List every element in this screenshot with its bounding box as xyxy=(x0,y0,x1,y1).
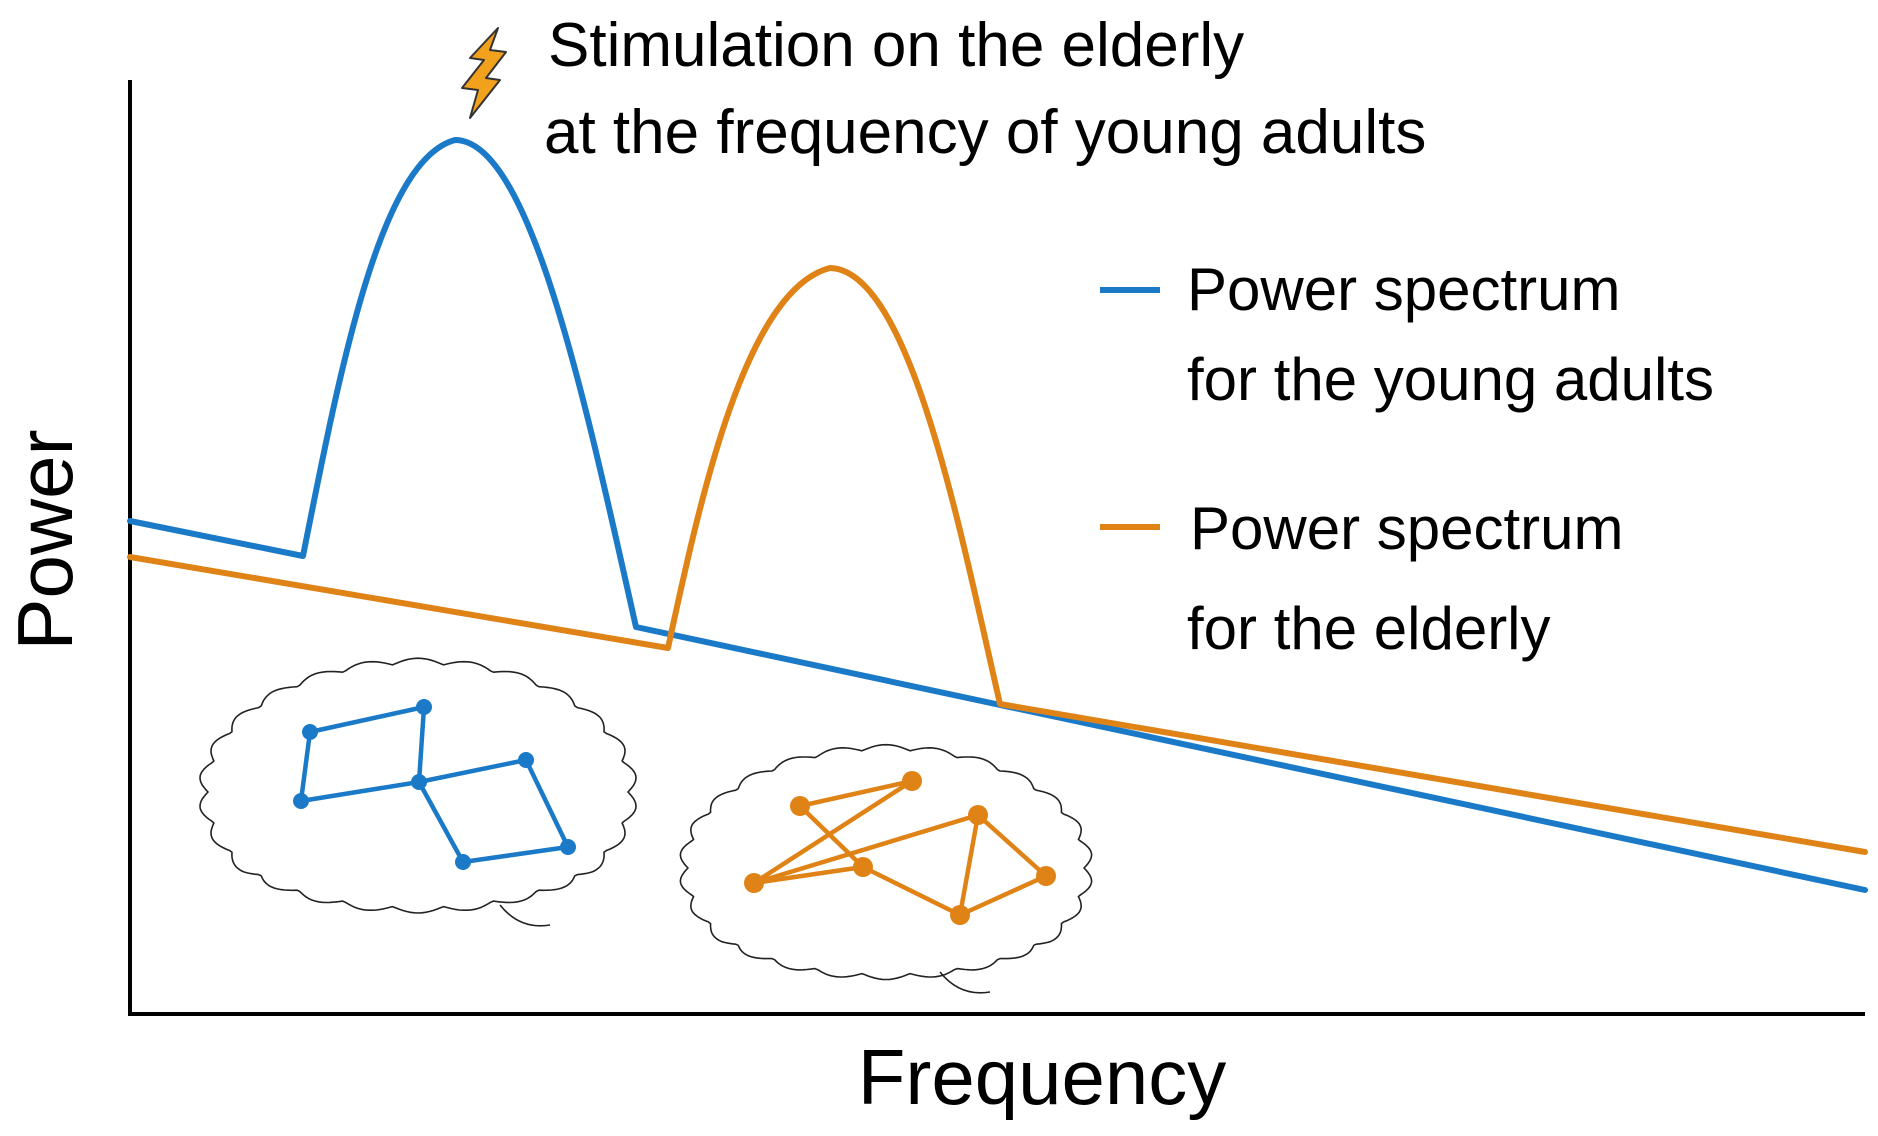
legend-young-line-2: for the young adults xyxy=(1187,346,1714,413)
network-node xyxy=(416,699,432,715)
network-edge xyxy=(523,757,571,850)
network-node xyxy=(293,793,309,809)
network-node xyxy=(560,839,576,855)
lightning-bolt-icon xyxy=(461,27,507,119)
network-node xyxy=(411,774,427,790)
network-node xyxy=(950,905,970,925)
network-node xyxy=(455,854,471,870)
network-node xyxy=(790,796,810,816)
young-brain-outline-icon xyxy=(199,657,637,927)
network-edge xyxy=(307,704,427,735)
y-axis-label: Power xyxy=(1,429,89,650)
annotation-line-2: at the frequency of young adults xyxy=(544,98,1426,167)
network-node xyxy=(302,724,318,740)
network-node xyxy=(1036,866,1056,886)
x-axis-label: Frequency xyxy=(858,1033,1227,1121)
network-edge xyxy=(860,864,963,918)
network-edge xyxy=(416,704,427,785)
elderly-brain-network xyxy=(744,771,1056,925)
network-edge xyxy=(751,778,915,886)
network-edge xyxy=(751,812,981,886)
network-edge xyxy=(298,729,313,804)
network-edge xyxy=(797,803,866,870)
network-node xyxy=(744,873,764,893)
network-edge xyxy=(416,757,529,785)
network-edge xyxy=(797,778,915,809)
network-node xyxy=(518,752,534,768)
network-edge xyxy=(957,812,981,918)
elderly-brain-outline-icon xyxy=(679,743,1093,994)
legend-elderly-line-1: Power spectrum xyxy=(1190,495,1623,562)
annotation-line-1: Stimulation on the elderly xyxy=(548,11,1244,80)
network-node xyxy=(853,857,873,877)
network-edge xyxy=(460,844,571,865)
young-brain-network xyxy=(293,699,576,870)
network-node xyxy=(902,771,922,791)
network-edge xyxy=(416,779,466,865)
network-edge xyxy=(751,864,866,886)
legend-elderly-line-2: for the elderly xyxy=(1187,595,1551,662)
young-adults-power-curve xyxy=(127,137,1868,893)
network-node xyxy=(968,805,988,825)
elderly-power-curve xyxy=(127,265,1868,855)
network-edge xyxy=(975,812,1049,879)
network-edge xyxy=(298,779,422,804)
legend-young-line-1: Power spectrum xyxy=(1187,256,1620,323)
network-edge xyxy=(957,873,1049,918)
